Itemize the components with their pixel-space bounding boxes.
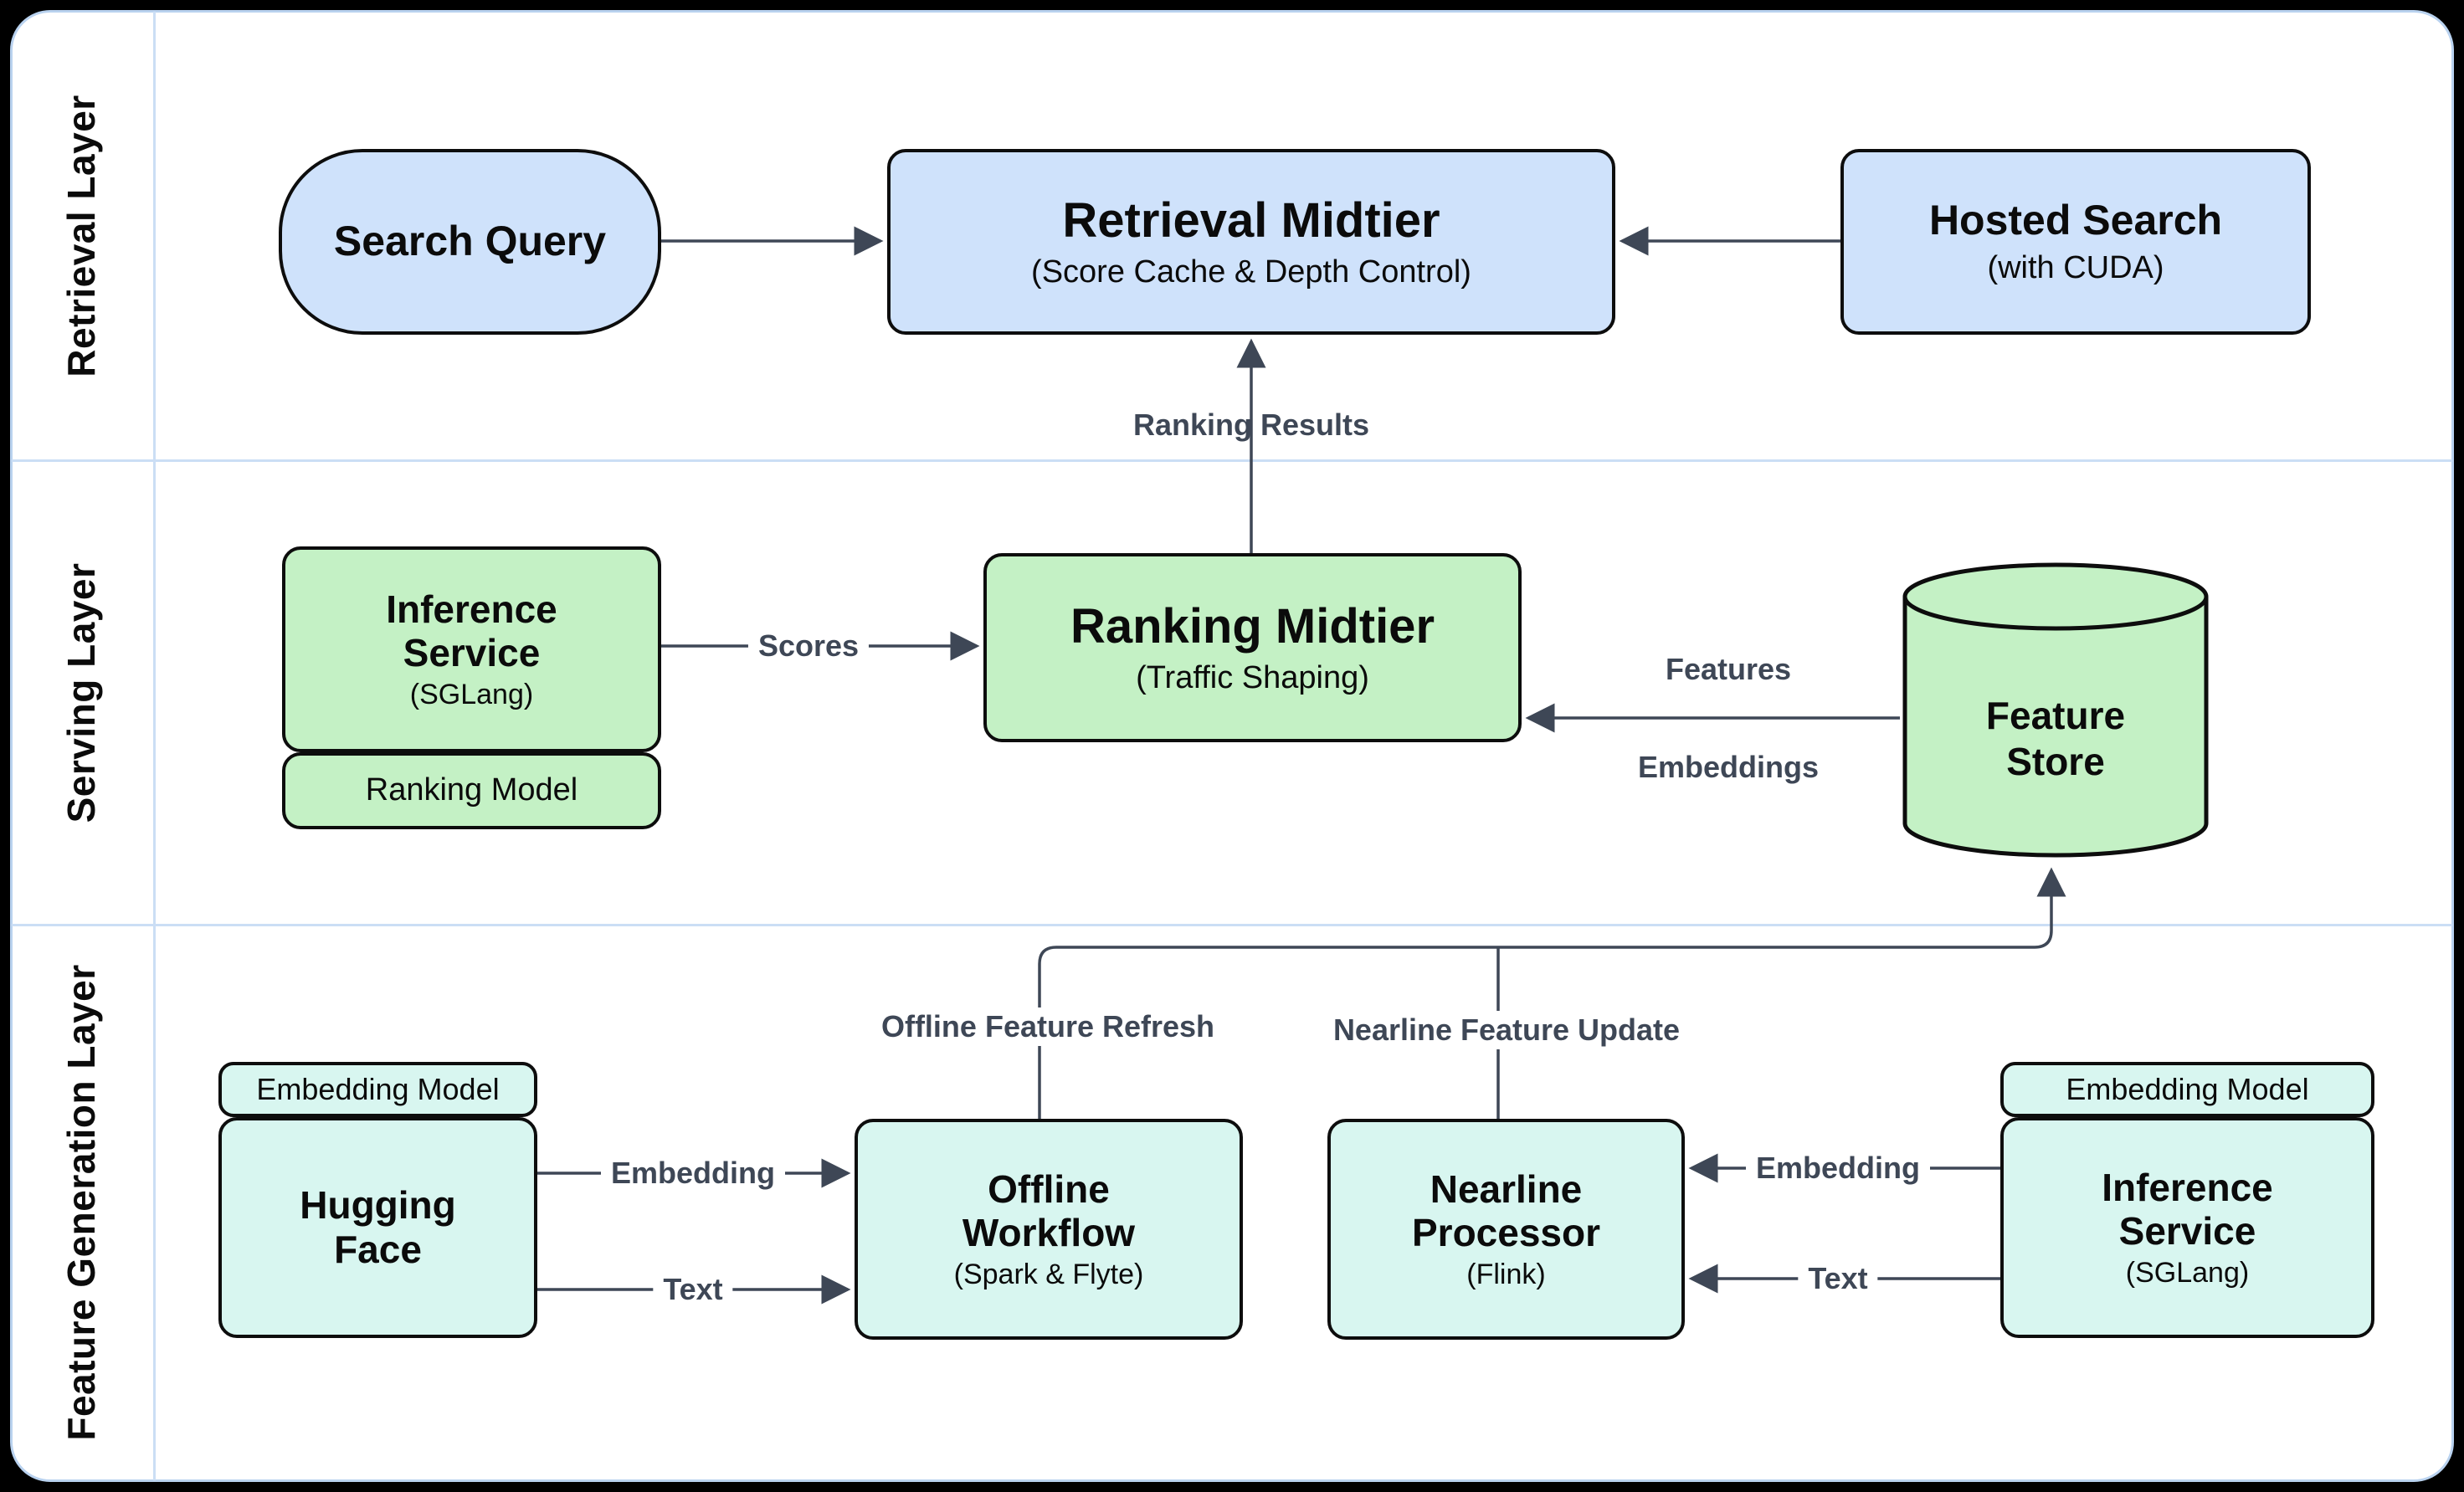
node-title: Offline Workflow: [962, 1166, 1136, 1255]
layer-separator-2: [12, 924, 2452, 926]
node-feature-store: Feature Store: [1898, 559, 2213, 865]
edge-label-nearline-feature-update: Nearline Feature Update: [1322, 1011, 1691, 1049]
cylinder-icon: [1902, 562, 2209, 858]
node-retrieval-midtier: Retrieval Midtier (Score Cache & Depth C…: [887, 149, 1615, 335]
node-subtitle: (Flink): [1466, 1259, 1546, 1291]
node-title: Hugging Face: [300, 1183, 456, 1271]
node-embedding-model-left: Embedding Model: [218, 1062, 537, 1117]
edge-label-scores: Scores: [747, 627, 870, 665]
node-nearline-processor: Nearline Processor (Flink): [1327, 1119, 1685, 1340]
node-title: Ranking Model: [365, 772, 578, 808]
edge-label-text-left: Text: [653, 1270, 733, 1309]
label-column-separator: [153, 12, 156, 1480]
node-hosted-search: Hosted Search (with CUDA): [1840, 149, 2311, 335]
node-ranking-model: Ranking Model: [282, 752, 661, 829]
edge-label-features: Features: [1665, 652, 1792, 686]
node-subtitle: (Score Cache & Depth Control): [1031, 254, 1471, 290]
node-title: Retrieval Midtier: [1062, 192, 1440, 248]
node-title: Embedding Model: [2066, 1072, 2309, 1107]
node-search-query: Search Query: [279, 149, 661, 335]
node-inference-service-feature: Inference Service (SGLang): [2000, 1117, 2374, 1338]
node-offline-workflow: Offline Workflow (Spark & Flyte): [855, 1119, 1243, 1340]
node-subtitle: (Spark & Flyte): [953, 1259, 1144, 1291]
node-subtitle: (with CUDA): [1987, 249, 2164, 285]
node-subtitle: (Traffic Shaping): [1136, 659, 1369, 695]
edge-label-embeddings: Embeddings: [1637, 750, 1820, 784]
node-inference-service-serving: Inference Service (SGLang): [282, 546, 661, 752]
edge-offlineworkflow-to-featurestore: [1038, 867, 2066, 1119]
edge-label-text-right: Text: [1798, 1259, 1878, 1298]
edge-label-embedding-right: Embedding: [1746, 1149, 1930, 1187]
edge-label-offline-feature-refresh: Offline Feature Refresh: [870, 1007, 1225, 1046]
layer-separator-1: [12, 459, 2452, 462]
edge-label-embedding-left: Embedding: [601, 1154, 785, 1192]
node-title: Inference Service: [2102, 1165, 2273, 1254]
node-hugging-face: Hugging Face: [218, 1117, 537, 1338]
node-title: Feature Store: [1985, 693, 2126, 783]
node-title: Hosted Search: [1928, 197, 2223, 244]
node-subtitle: (SGLang): [2125, 1257, 2250, 1289]
edge-label-ranking-results: Ranking Results: [1132, 408, 1370, 442]
node-ranking-midtier: Ranking Midtier (Traffic Shaping): [983, 553, 1522, 742]
node-title: Inference Service: [386, 587, 557, 675]
node-embedding-model-right: Embedding Model: [2000, 1062, 2374, 1117]
node-subtitle: (SGLang): [409, 679, 534, 711]
node-title: Ranking Midtier: [1070, 598, 1435, 654]
node-title: Search Query: [333, 218, 607, 265]
node-title: Nearline Processor: [1411, 1166, 1600, 1255]
node-title: Embedding Model: [256, 1072, 500, 1107]
